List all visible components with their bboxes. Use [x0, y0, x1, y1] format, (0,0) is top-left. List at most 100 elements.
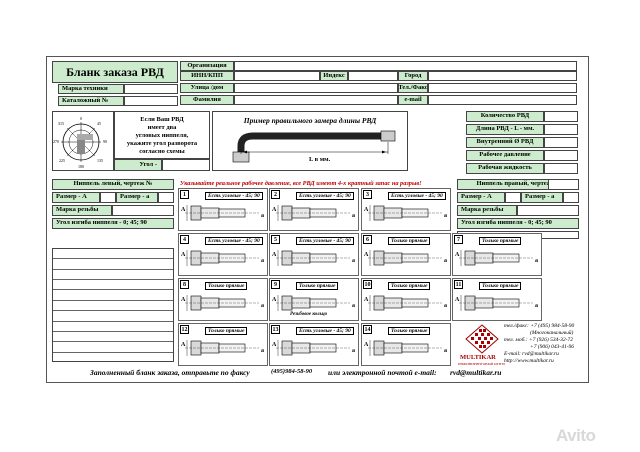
dimension-letter-small: a — [535, 258, 538, 264]
dimension-letter-small: a — [352, 258, 355, 264]
dimension-letter-small: a — [352, 348, 355, 354]
dial-label-270: 270 — [53, 139, 59, 144]
tile-number: 13 — [271, 325, 280, 334]
fitting-drawing — [459, 295, 533, 311]
street-label: Улица /дом — [180, 83, 234, 93]
fitting-drawing — [368, 205, 442, 221]
fitting-drawing — [368, 340, 442, 356]
logo-name: MULTIKAR — [460, 354, 496, 361]
left-size-a-field[interactable] — [100, 192, 116, 203]
org-field[interactable] — [234, 61, 577, 71]
dimension-letter-big: A — [272, 342, 277, 348]
phone-field[interactable] — [428, 83, 577, 93]
left-size-a2-field[interactable] — [158, 192, 174, 203]
left-thread-label: Марка резьбы — [52, 205, 112, 216]
left-thread-field[interactable] — [112, 205, 174, 216]
catalog-field[interactable] — [124, 96, 178, 106]
email-field[interactable] — [428, 95, 577, 105]
fitting-drawing — [185, 340, 259, 356]
fitting-drawing — [185, 205, 259, 221]
right-angle-label: Угол изгиба ниппеля - 0; 45; 90 — [457, 218, 579, 229]
fluid-field[interactable] — [544, 163, 578, 174]
right-size-a2-field[interactable] — [563, 192, 579, 203]
form-title: Бланк заказа РВД — [52, 61, 178, 83]
dial-label-225: 225 — [59, 158, 65, 163]
angle-text-line: укажите угол разворота — [126, 140, 198, 147]
avito-watermark: Avito — [556, 426, 596, 445]
multikar-logo — [462, 323, 502, 359]
left-size-a2-label: Размер - а — [116, 192, 158, 203]
angle-text-line: Если Ваш РВД — [140, 116, 184, 123]
right-size-a-field[interactable] — [505, 192, 521, 203]
left-size-a-label: Размер - А — [52, 192, 100, 203]
city-field[interactable] — [428, 71, 577, 81]
right-thread-field[interactable] — [517, 205, 579, 216]
length-field-label: Длина РВД - L - мм. — [466, 124, 544, 135]
right-thread-label: Марка резьбы — [457, 205, 517, 216]
brand-field[interactable] — [124, 84, 178, 94]
dimension-letter-small: a — [261, 258, 264, 264]
index-field[interactable] — [348, 71, 398, 81]
dimension-letter-big: A — [272, 207, 277, 213]
threaded-ring-label: Резьбовое кольцо — [290, 312, 328, 317]
length-field[interactable] — [544, 124, 578, 135]
dimension-letter-big: A — [364, 207, 369, 213]
fitting-drawing — [185, 250, 259, 266]
tile-type-label: Есть угловые - 45; 90 — [296, 192, 354, 200]
footer-email[interactable]: rvd@multikar.ru — [450, 368, 502, 377]
measure-diagram: Пример правильного замера длины РВД L в … — [212, 111, 408, 171]
tile-type-label: Только прямые — [388, 237, 431, 245]
tile-type-label: Есть угловые - 45; 90 — [296, 327, 354, 335]
inner-diameter-field[interactable] — [544, 137, 578, 148]
tile-type-label: Только прямые — [205, 282, 248, 290]
dimension-letter-small: a — [444, 303, 447, 309]
fitting-drawing — [276, 340, 350, 356]
dial-label-45: 45 — [97, 121, 101, 126]
qty-field[interactable] — [544, 111, 578, 122]
measure-title: Пример правильного замера длины РВД — [243, 116, 377, 125]
right-fitting-number-field[interactable] — [548, 179, 579, 190]
inn-field[interactable] — [234, 71, 320, 81]
left-notes-grid[interactable] — [52, 248, 174, 362]
contact-line[interactable]: E-mail: rvd@multikar.ru — [504, 351, 559, 358]
pressure-field[interactable] — [544, 150, 578, 161]
fitting-drawing — [185, 295, 259, 311]
length-label: L в мм. — [309, 156, 331, 163]
tile-number: 9 — [271, 280, 280, 289]
brand-label: Марка техники — [58, 84, 124, 94]
angle-dial-box: 0 45 90 135 180 225 270 315 — [52, 111, 114, 171]
surname-field[interactable] — [234, 95, 398, 105]
angle-text-line: имеет два — [147, 124, 177, 131]
angle-label: Угол - — [114, 159, 162, 171]
fitting-drawing — [276, 295, 350, 311]
dimension-letter-big: A — [181, 207, 186, 213]
street-field[interactable] — [234, 83, 398, 93]
city-label: Город — [398, 71, 428, 81]
footer-text-email: или электронной почтой e-mail: — [328, 368, 437, 377]
dimension-letter-small: a — [352, 303, 355, 309]
dial-label-0: 0 — [80, 116, 82, 121]
tile-type-label: Только прямые — [479, 237, 522, 245]
dimension-letter-big: A — [181, 252, 186, 258]
angle-field[interactable] — [162, 159, 210, 171]
fitting-drawing — [459, 250, 533, 266]
fluid-label: Рабочая жидкость — [466, 163, 544, 174]
contact-line[interactable]: http://www.multikar.ru — [504, 358, 554, 365]
dimension-letter-big: A — [272, 252, 277, 258]
tile-number: 12 — [180, 325, 189, 334]
right-size-a2-label: Размер - а — [521, 192, 563, 203]
